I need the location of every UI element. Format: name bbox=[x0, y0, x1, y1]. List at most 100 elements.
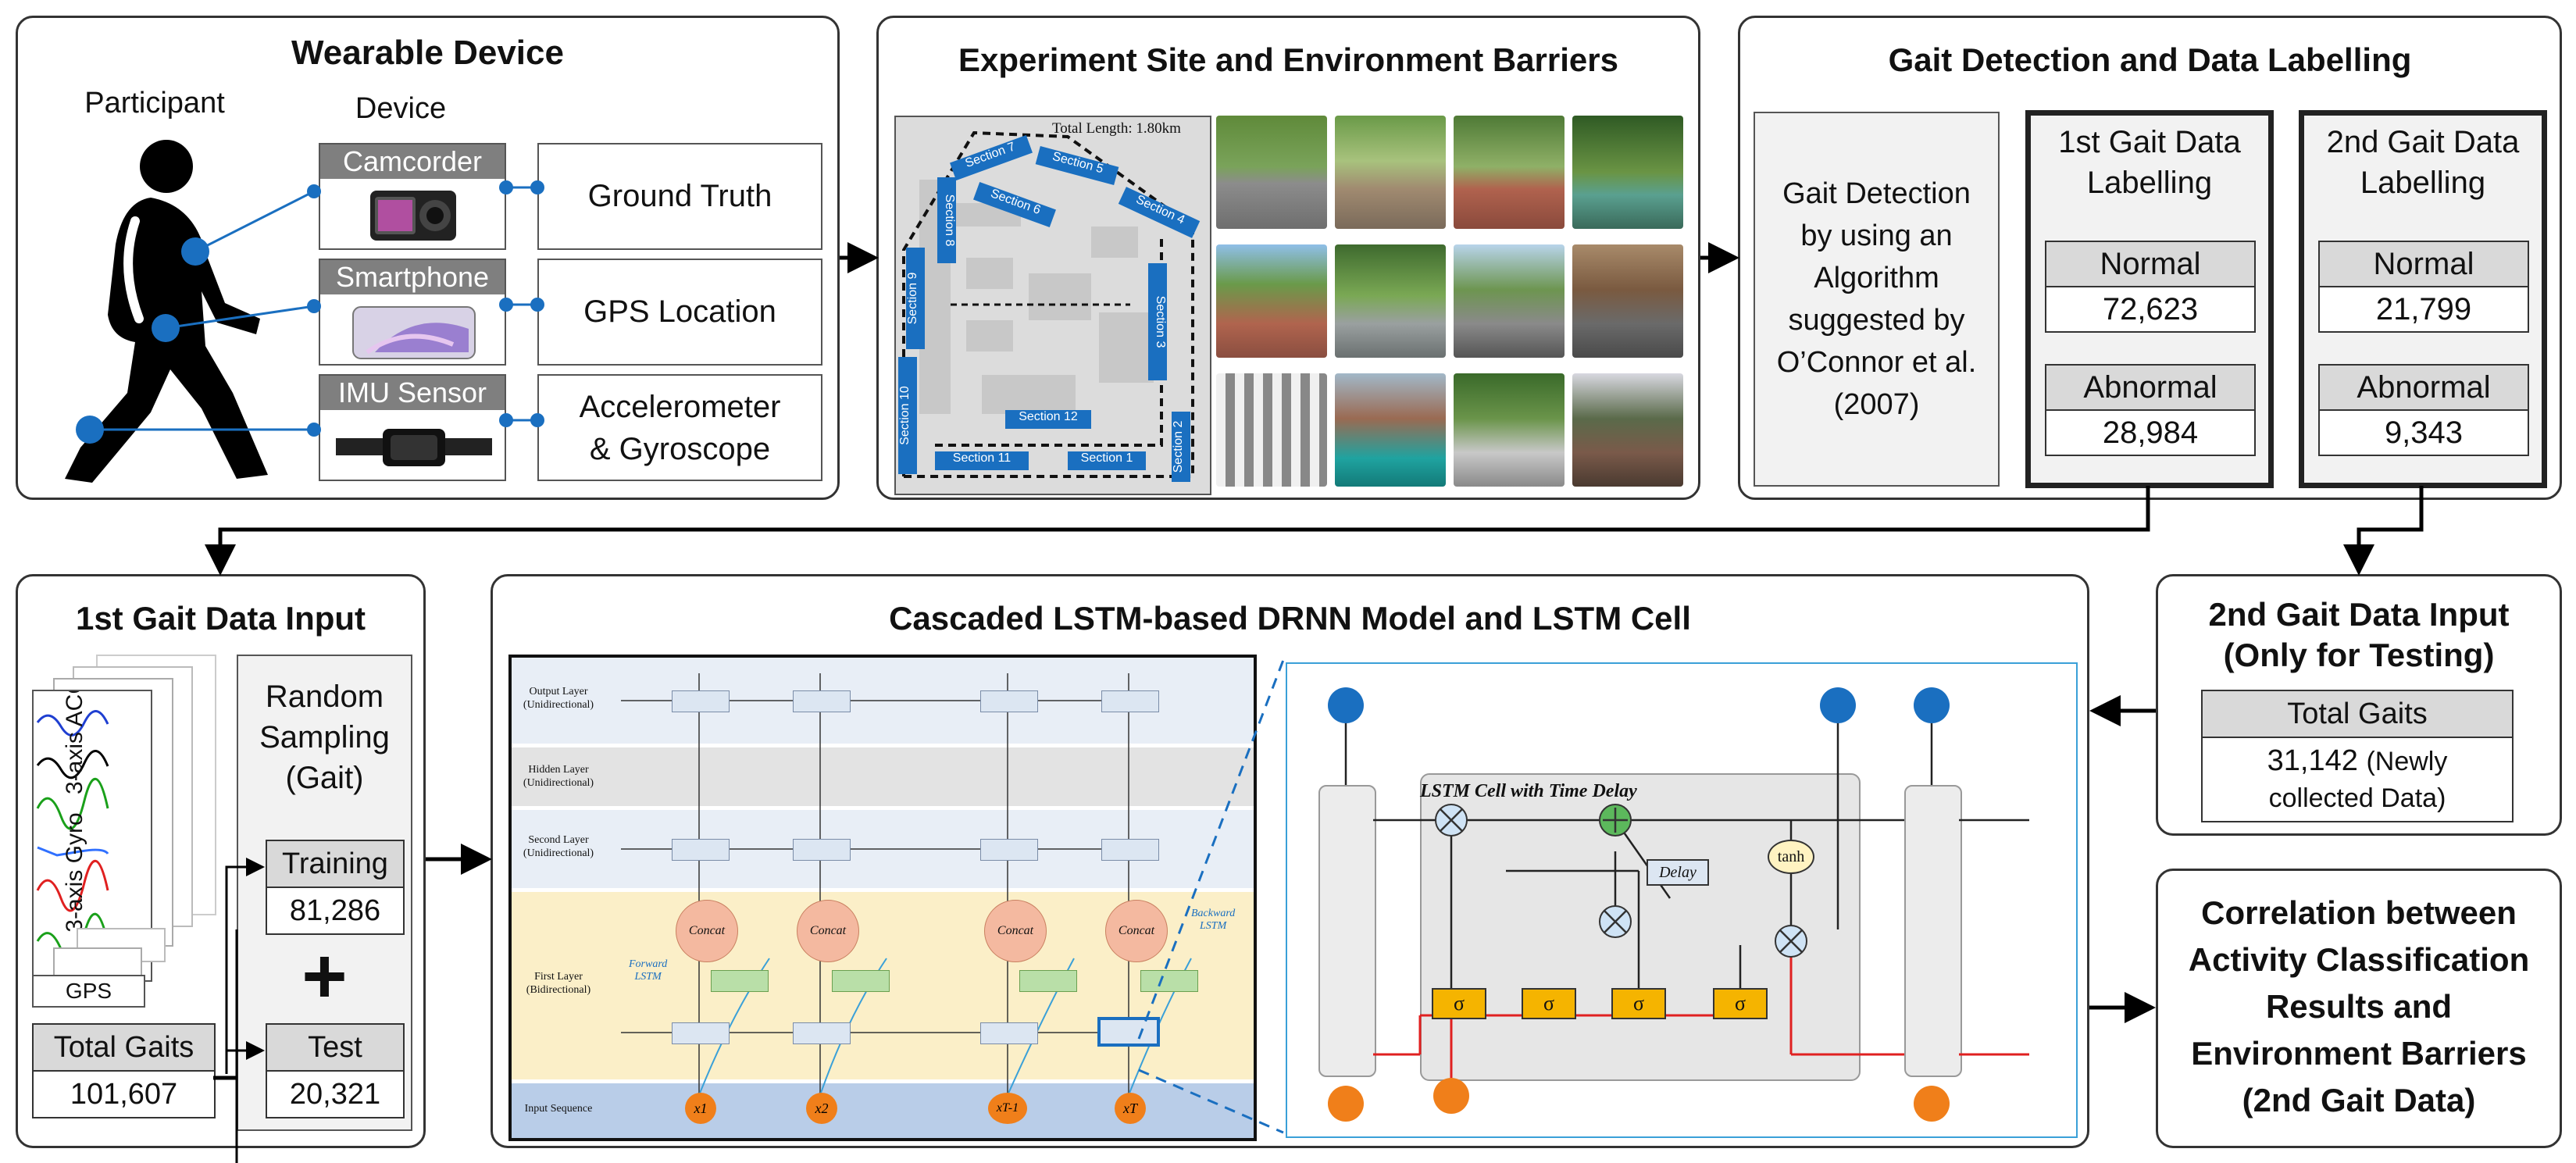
second-total-box: 31,142 (Newly collected Data) bbox=[2201, 737, 2514, 822]
x-next-node bbox=[1914, 1086, 1950, 1122]
site-photo-3 bbox=[1454, 116, 1565, 229]
site-photo-2 bbox=[1335, 116, 1446, 229]
output-layer-text: Output Layer bbox=[529, 686, 588, 697]
second-total-line-1: 31,142 (Newly bbox=[2203, 744, 2512, 778]
lstm-forward-2 bbox=[793, 1022, 851, 1044]
next-cell-block bbox=[1904, 785, 1962, 1077]
first-labelling-title-1: 1st Gait Data bbox=[2058, 125, 2241, 159]
input-xT: xT bbox=[1115, 1093, 1146, 1124]
smartphone-label: Smartphone bbox=[320, 260, 505, 294]
section-9-tag: Section 9 bbox=[906, 248, 925, 349]
hidden-layer-label: Hidden Layer(Unidirectional) bbox=[516, 763, 601, 790]
gait-detection-method: Gait Detection by using an Algorithm sug… bbox=[1754, 112, 2000, 487]
test-value: 20,321 bbox=[266, 1070, 405, 1118]
second-layer-label: Second Layer(Unidirectional) bbox=[516, 833, 601, 860]
second-labelling-box: 2nd Gait Data Labelling Normal 21,799 Ab… bbox=[2299, 110, 2547, 488]
first-labelling-title-2: Labelling bbox=[2086, 166, 2213, 200]
imu-sensor-device: IMU Sensor bbox=[319, 374, 506, 481]
second-abnormal-value: 9,343 bbox=[2318, 409, 2529, 456]
model-title: Cascaded LSTM-based DRNN Model and LSTM … bbox=[889, 600, 1691, 637]
input-sequence-label: Input Sequence bbox=[524, 1103, 593, 1115]
concat-4: Concat bbox=[1105, 900, 1168, 962]
site-photo-4 bbox=[1572, 116, 1683, 229]
sampling-line-2: Sampling bbox=[259, 720, 390, 755]
lstm-second-2 bbox=[793, 839, 851, 861]
first-abnormal-value: 28,984 bbox=[2045, 409, 2256, 456]
correlation-panel: Correlation between Activity Classificat… bbox=[2156, 869, 2562, 1148]
second-input-title-2: (Only for Testing) bbox=[2223, 637, 2495, 673]
first-normal-value: 72,623 bbox=[2045, 286, 2256, 333]
second-abnormal-label: Abnormal bbox=[2318, 364, 2529, 411]
first-input-title: 1st Gait Data Input bbox=[75, 600, 366, 637]
backward-lstm-text-2: LSTM bbox=[1200, 920, 1227, 932]
wearable-device-title: Wearable Device bbox=[291, 34, 564, 72]
first-input-panel: 1st Gait Data Input 3-axis Gyro 3-axis A… bbox=[16, 574, 426, 1148]
drnn-connections bbox=[621, 673, 1192, 1096]
ground-truth-box: Ground Truth bbox=[537, 143, 822, 250]
second-labelling-title-2: Labelling bbox=[2360, 166, 2486, 200]
training-value: 81,286 bbox=[266, 887, 405, 935]
test-label: Test bbox=[266, 1023, 405, 1072]
site-photo-9 bbox=[1216, 373, 1327, 487]
camcorder-label: Camcorder bbox=[320, 144, 505, 179]
model-panel: Cascaded LSTM-based DRNN Model and LSTM … bbox=[491, 574, 2089, 1148]
gait-detection-title: Gait Detection and Data Labelling bbox=[1888, 41, 2412, 78]
first-layer-type: (Bidirectional) bbox=[526, 984, 591, 996]
signal-waveforms bbox=[36, 710, 109, 961]
y-current-node bbox=[1820, 687, 1856, 723]
lstm-forward-3 bbox=[980, 1022, 1038, 1044]
second-normal-value: 21,799 bbox=[2318, 286, 2529, 333]
first-layer-text: First Layer bbox=[534, 971, 583, 983]
lstm-backward-3 bbox=[1019, 970, 1077, 992]
output-layer-type: (Unidirectional) bbox=[523, 699, 594, 711]
camcorder-device: Camcorder bbox=[319, 143, 506, 250]
site-photo-10 bbox=[1335, 373, 1446, 487]
prev-cell-block bbox=[1318, 785, 1376, 1077]
second-layer-type: (Unidirectional) bbox=[523, 847, 594, 859]
lstm-output-2 bbox=[793, 690, 851, 712]
lstm-cell-detail: LSTM Cell with Time Delay bbox=[1286, 662, 2078, 1138]
site-photo-7 bbox=[1454, 244, 1565, 358]
second-labelling-title-1: 2nd Gait Data bbox=[2326, 125, 2520, 159]
site-photo-12 bbox=[1572, 373, 1683, 487]
hidden-layer-band bbox=[512, 747, 1254, 806]
input-x2: x2 bbox=[806, 1093, 837, 1124]
experiment-site-title: Experiment Site and Environment Barriers bbox=[958, 41, 1618, 78]
smartphone-device: Smartphone bbox=[319, 259, 506, 366]
delay-box: Delay bbox=[1647, 859, 1709, 886]
total-gaits-value: 101,607 bbox=[32, 1070, 216, 1118]
method-line-6: (2007) bbox=[1833, 388, 1920, 421]
gyroscope-label: & Gyroscope bbox=[589, 431, 771, 466]
site-photo-5 bbox=[1216, 244, 1327, 358]
smartphone-icon bbox=[352, 306, 476, 359]
output-layer-label: Output Layer (Unidirectional) bbox=[516, 685, 601, 712]
camcorder-icon bbox=[370, 191, 456, 241]
second-total-note-2: collected Data) bbox=[2268, 783, 2446, 813]
gps-location-label: GPS Location bbox=[583, 294, 776, 329]
ground-truth-label: Ground Truth bbox=[587, 179, 772, 213]
section-12-tag: Section 12 bbox=[1005, 410, 1091, 429]
correlation-line-1: Correlation between bbox=[2201, 894, 2517, 931]
concat-2: Concat bbox=[797, 900, 859, 962]
correlation-line-3: Results and bbox=[2265, 988, 2453, 1025]
concat-3: Concat bbox=[984, 900, 1047, 962]
site-map: Total Length: 1.80km Section 7 Section 5… bbox=[894, 116, 1211, 495]
section-1-tag: Section 1 bbox=[1068, 451, 1146, 470]
hidden-layer-text: Hidden Layer bbox=[528, 764, 589, 776]
method-line-5: O’Connor et al. bbox=[1776, 346, 1977, 379]
lstm-second-1 bbox=[672, 839, 730, 861]
second-layer-text: Second Layer bbox=[528, 834, 589, 846]
training-label: Training bbox=[266, 840, 405, 888]
participant-label: Participant bbox=[84, 87, 225, 120]
hidden-layer-type: (Unidirectional) bbox=[523, 777, 594, 789]
device-label: Device bbox=[355, 92, 447, 125]
second-normal-label: Normal bbox=[2318, 241, 2529, 287]
correlation-line-2: Activity Classification bbox=[2188, 941, 2530, 978]
lstm-output-4 bbox=[1101, 690, 1159, 712]
lstm-forward-4-highlight bbox=[1097, 1017, 1160, 1047]
y-prev-node bbox=[1328, 687, 1364, 723]
walking-person-icon bbox=[65, 140, 268, 483]
total-gaits-label: Total Gaits bbox=[32, 1023, 216, 1072]
